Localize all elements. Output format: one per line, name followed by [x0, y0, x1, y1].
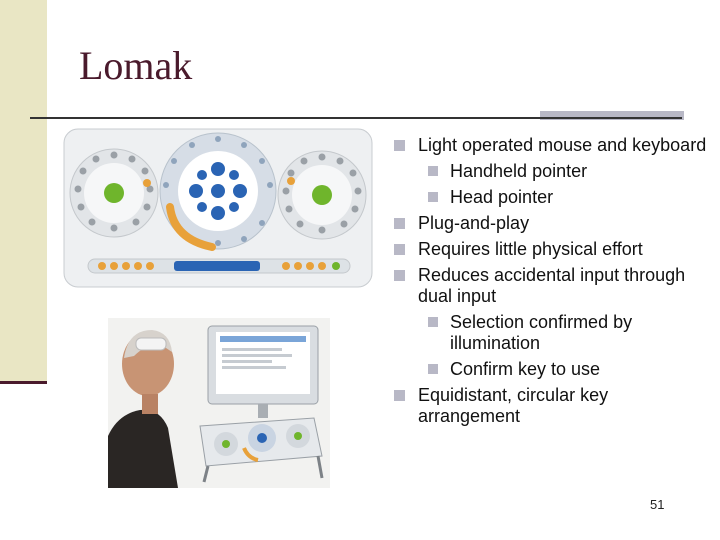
bullet-marker	[394, 140, 405, 151]
bullet-marker	[394, 390, 405, 401]
list-item: Handheld pointer	[392, 161, 712, 182]
page-number: 51	[650, 497, 665, 512]
list-item: Head pointer	[392, 187, 712, 208]
title-divider	[30, 117, 682, 119]
bullet-marker	[394, 270, 405, 281]
bullet-marker	[428, 317, 438, 327]
bullet-marker	[428, 364, 438, 374]
list-item: Reduces accidental input through dual in…	[392, 265, 712, 307]
list-item: Equidistant, circular key arrangement	[392, 385, 712, 427]
left-accent-band	[0, 0, 47, 383]
left-accent-rule	[0, 381, 47, 384]
lomak-keyboard-image	[62, 127, 374, 291]
bullet-marker	[428, 192, 438, 202]
slide-title: Lomak	[79, 43, 193, 88]
user-photo-image	[108, 318, 330, 488]
bullet-marker	[394, 218, 405, 229]
list-item: Plug-and-play	[392, 213, 712, 234]
list-item: Confirm key to use	[392, 359, 712, 380]
bullet-list: Light operated mouse and keyboard Handhe…	[392, 130, 712, 427]
list-item: Requires little physical effort	[392, 239, 712, 260]
bullet-marker	[428, 166, 438, 176]
list-item: Light operated mouse and keyboard	[392, 135, 712, 156]
bullet-marker	[394, 244, 405, 255]
title-accent-bar	[540, 111, 684, 120]
list-item: Selection confirmed by illumination	[392, 312, 712, 354]
